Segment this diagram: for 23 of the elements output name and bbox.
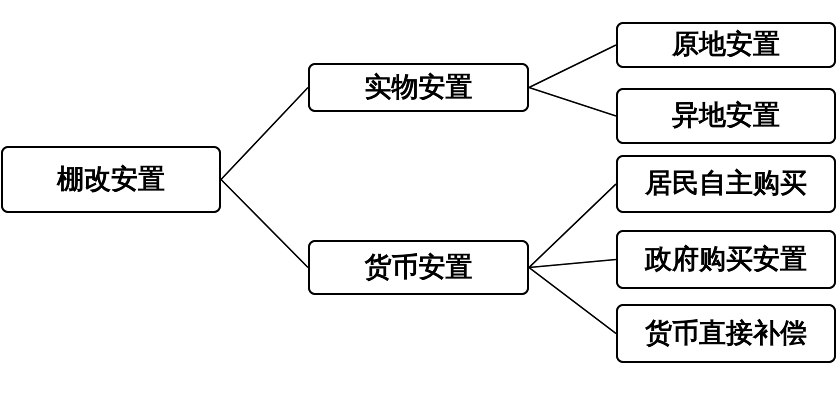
box-label: 居民自主购买 — [645, 169, 807, 199]
connector-line — [220, 86, 309, 180]
connector-line — [528, 258, 616, 268]
box-label: 异地安置 — [672, 101, 780, 131]
connector-line — [528, 183, 617, 268]
box-label: 棚改安置 — [57, 164, 165, 194]
process-box — [616, 155, 836, 213]
process-box — [616, 22, 836, 68]
process-box — [308, 240, 529, 295]
process-box — [616, 88, 836, 144]
connector-line — [528, 44, 616, 88]
connector-line — [220, 178, 309, 268]
process-box — [616, 230, 836, 289]
box-label: 货币直接补偿 — [645, 318, 807, 348]
connector-line — [528, 86, 616, 117]
box-label: 实物安置 — [364, 72, 472, 102]
process-box — [308, 63, 529, 112]
box-label: 政府购买安置 — [645, 244, 807, 274]
box-label: 原地安置 — [672, 30, 780, 60]
process-box — [1, 146, 221, 213]
connector-line — [528, 266, 616, 334]
box-label: 货币安置 — [364, 252, 472, 282]
process-box — [616, 304, 836, 363]
